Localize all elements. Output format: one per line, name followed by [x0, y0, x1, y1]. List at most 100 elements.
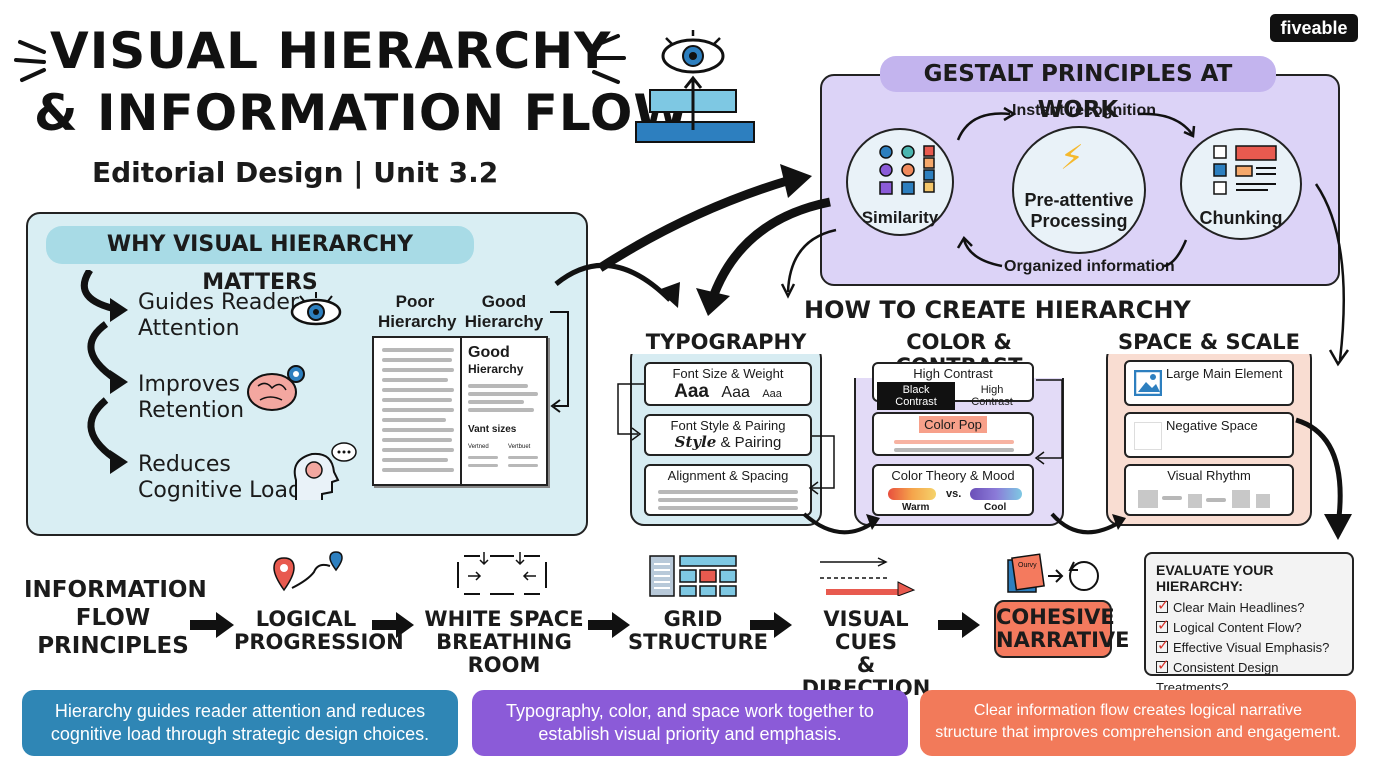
gestalt-label-chunking: Chunking — [1199, 208, 1283, 228]
eye-stack-icon — [635, 30, 755, 143]
why-heading: WHY VISUAL HIERARCHY MATTERS — [46, 226, 474, 295]
checkbox-icon — [1156, 636, 1170, 656]
lightning-icon: ⚡ — [1060, 139, 1084, 177]
cool-swatch — [970, 488, 1022, 500]
brand-logo[interactable]: fiveable — [1270, 14, 1358, 42]
gestalt-similarity: Similarity — [846, 128, 954, 236]
good-bracket-arrow — [550, 311, 569, 413]
doc-col1: Vertned — [468, 444, 489, 450]
vs-label: vs. — [946, 488, 962, 500]
why-curved-arrows — [80, 270, 128, 474]
why-item-2-line2: Retention — [138, 398, 245, 423]
space-heading: SPACE & SCALE — [1106, 330, 1312, 354]
connector-arrows — [554, 164, 837, 316]
evaluate-item-3[interactable]: Effective Visual Emphasis? — [1156, 636, 1342, 658]
footer-summary-blue: Hierarchy guides reader attention and re… — [22, 690, 458, 756]
typo-card-align: Alignment & Spacing — [644, 464, 812, 516]
whitespace-arrows-icon — [457, 552, 547, 595]
flow-arrows — [190, 612, 980, 638]
typography-heading: TYPOGRAPHY — [630, 330, 822, 354]
flow-step-cohesive: COHESIVE NARRATIVE — [994, 600, 1130, 658]
gestalt-to-space-arrow — [1314, 183, 1350, 367]
doc-col2: Vertbuet — [508, 444, 531, 450]
why-item-1-line2: Attention — [138, 316, 240, 341]
poor-hierarchy-label: Poor Hierarchy — [378, 292, 457, 331]
space-card-rhythm: Visual Rhythm — [1124, 464, 1294, 516]
why-item-2: Improves Retention — [138, 372, 244, 424]
typo-card-size-label: Font Size & Weight — [672, 366, 784, 381]
checkbox-icon — [1156, 656, 1170, 676]
color-side-arrow — [1034, 379, 1063, 465]
gestalt-heading: GESTALT PRINCIPLES AT WORK — [880, 56, 1276, 123]
evaluate-item-2-label: Logical Content Flow? — [1173, 620, 1302, 635]
space-card-negative-label: Negative Space — [1166, 418, 1258, 433]
document-mockup: Good Hierarchy Vant sizes Vertned Vertbu… — [372, 336, 548, 486]
space-card-negative: Negative Space — [1124, 412, 1294, 458]
gestalt-bottom-label: Organized information — [1004, 258, 1175, 275]
footer-summary-orange: Clear information flow creates logical n… — [920, 690, 1356, 756]
gestalt-preattentive: ⚡ Pre-attentive Processing — [1012, 126, 1146, 254]
similarity-icon — [879, 145, 935, 195]
typo-card-style: Font Style & Pairing Style & Pairing — [644, 414, 812, 456]
aaa-small: Aaa — [762, 388, 782, 400]
style-rest: & Pairing — [720, 434, 782, 451]
evaluate-item-2[interactable]: Logical Content Flow? — [1156, 616, 1342, 638]
why-item-1-line1: Guides Reader — [138, 290, 299, 315]
warm-label: Warm — [902, 502, 930, 513]
gestalt-label-similarity: Similarity — [861, 208, 939, 227]
evaluate-item-1[interactable]: Clear Main Headlines? — [1156, 596, 1342, 618]
space-to-evaluate-arrow — [1295, 417, 1352, 540]
subtitle: Editorial Design | Unit 3.2 — [92, 156, 499, 189]
title-sparks-right — [592, 34, 626, 84]
typo-card-size: Font Size & Weight Aaa Aaa Aaa — [644, 362, 812, 406]
why-item-1: Guides Reader Attention — [138, 290, 299, 342]
typo-bracket-arrows — [617, 383, 835, 495]
flow-step-grid: GRID STRUCTURE — [628, 607, 768, 654]
flow-step-logical: LOGICAL PROGRESSION — [234, 607, 404, 654]
style-italic: Style — [674, 433, 717, 451]
note-text: Ourvy — [1018, 562, 1037, 569]
good-hierarchy-label: Good Hierarchy — [464, 292, 544, 331]
space-card-rhythm-label: Visual Rhythm — [1167, 468, 1251, 483]
cool-label: Cool — [984, 502, 1007, 513]
aaa-large: Aaa — [674, 381, 709, 402]
flow-heading: INFORMATION FLOW PRINCIPLES — [24, 577, 207, 659]
color-card-pop: Color Pop — [872, 412, 1034, 456]
color-pop-chip: Color Pop — [919, 416, 987, 433]
page-title-line1: VISUAL HIERARCHY — [50, 22, 612, 80]
why-item-3: Reduces Cognitive Load — [138, 452, 302, 504]
panels-curve-arrows — [802, 512, 1126, 535]
image-icon — [1134, 370, 1162, 396]
why-item-3-line2: Cognitive Load — [138, 478, 302, 503]
map-pin-path-icon — [273, 551, 343, 592]
notes-cycle-icon — [1007, 553, 1099, 593]
head-thought-icon — [293, 442, 357, 500]
doc-title: Good — [468, 344, 510, 361]
black-contrast-chip: Black Contrast — [877, 382, 956, 410]
space-card-large-label: Large Main Element — [1166, 366, 1283, 381]
blank-square — [1134, 422, 1162, 450]
gestalt-top-label: Instant recognition — [1012, 102, 1156, 119]
why-item-2-line1: Improves — [138, 372, 240, 397]
checkbox-icon — [1156, 596, 1170, 616]
doc-subtitle: Hierarchy — [468, 362, 524, 376]
color-card-mood-label: Color Theory & Mood — [891, 468, 1015, 483]
create-heading: HOW TO CREATE HIERARCHY — [804, 296, 1191, 324]
aaa-medium: Aaa — [721, 384, 750, 401]
checkbox-icon — [1156, 616, 1170, 636]
evaluate-item-3-label: Effective Visual Emphasis? — [1173, 640, 1330, 655]
warm-swatch — [888, 488, 936, 500]
evaluate-item-1-label: Clear Main Headlines? — [1173, 600, 1305, 615]
typo-card-style-label: Font Style & Pairing — [670, 418, 786, 433]
footer-summary-purple: Typography, color, and space work togeth… — [472, 690, 908, 756]
page-title-line2: & INFORMATION FLOW — [34, 84, 690, 142]
color-card-contrast: High Contrast Black Contrast High Contra… — [872, 362, 1034, 410]
brain-gear-icon — [247, 365, 305, 411]
grid-icon — [649, 555, 737, 597]
flow-step-visualcues: VISUAL CUES & DIRECTION — [801, 607, 931, 700]
why-item-3-line1: Reduces — [138, 452, 231, 477]
gestalt-cycle-arrows — [956, 106, 1196, 268]
eye-icon — [290, 292, 342, 326]
evaluate-card: EVALUATE YOUR HIERARCHY: Clear Main Head… — [1144, 552, 1354, 695]
gestalt-chunking: Chunking — [1180, 128, 1302, 240]
